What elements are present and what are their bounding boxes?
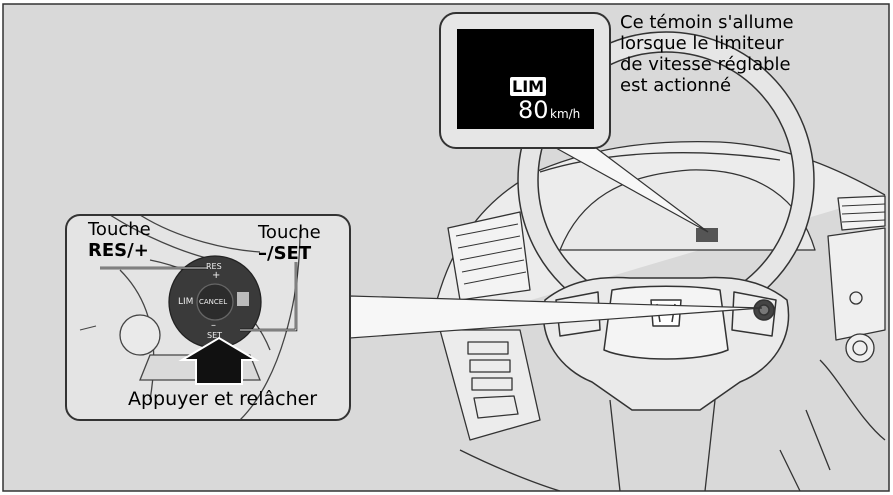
res-key-title: Touche xyxy=(88,219,151,240)
switch-cancel-label: CANCEL xyxy=(199,298,228,306)
callout-line-1: Ce témoin s'allume xyxy=(620,12,794,33)
callout-line-2: lorsque le limiteur xyxy=(620,33,784,54)
distance-icon xyxy=(237,292,249,306)
callout-line-3: de vitesse réglable xyxy=(620,54,791,75)
speed-value: 80 xyxy=(518,96,549,124)
switch-set-label: SET xyxy=(207,331,223,340)
inset-border xyxy=(65,214,351,421)
switch-lim-label: LIM xyxy=(178,297,194,307)
lim-indicator-location xyxy=(696,228,718,242)
car-interior xyxy=(429,140,886,492)
callout-line-4: est actionné xyxy=(620,75,732,96)
lim-indicator xyxy=(510,77,546,96)
set-key-title: Touche xyxy=(258,222,321,243)
switch-res-label: RES xyxy=(206,262,222,271)
switch-minus-label: – xyxy=(211,320,216,331)
lim-indicator-text: LIM xyxy=(512,77,545,96)
set-key-name: –/SET xyxy=(258,243,312,264)
action-label: Appuyer et relâcher xyxy=(128,388,318,410)
speed-unit: km/h xyxy=(550,107,581,121)
switch-plus-label: + xyxy=(212,270,221,281)
press-arrow-icon xyxy=(178,336,260,385)
res-key-name: RES/+ xyxy=(88,240,149,261)
